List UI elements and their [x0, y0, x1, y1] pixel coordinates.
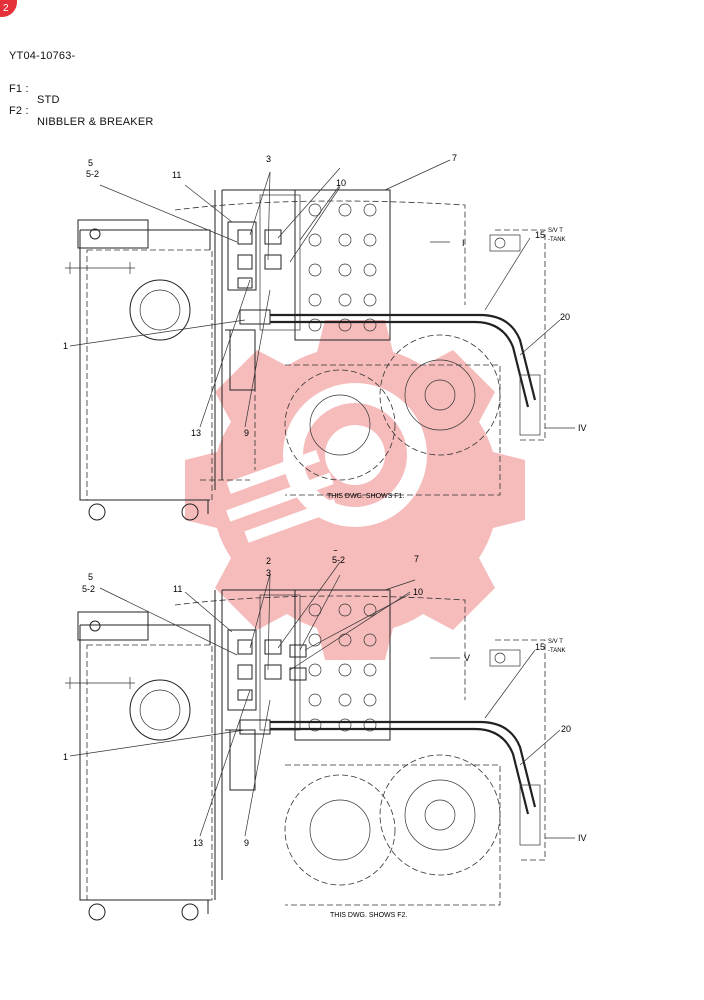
corner-badge-icon: 2	[0, 0, 17, 17]
callout-1: 1	[63, 752, 68, 762]
callout-2: 2	[266, 556, 271, 566]
sv-tank-label-2: -TANK	[548, 237, 566, 243]
callout-5: 5	[88, 158, 93, 168]
callout-5-2b: 5-2	[332, 555, 345, 565]
callout-10: 10	[336, 178, 346, 188]
f1-code: F1 :	[9, 83, 29, 95]
f2-label: NIBBLER & BREAKER	[37, 116, 154, 128]
callout-9: 9	[244, 428, 249, 438]
view-marker-2: IV	[578, 833, 587, 843]
control-valve-f2	[227, 589, 391, 741]
callout-7: 7	[452, 153, 457, 163]
callout-15: 15	[535, 642, 545, 652]
view-marker-1: V	[464, 653, 470, 663]
callout-7: 7	[414, 554, 419, 564]
hydraulic-diagram-f1: 5 5-2 11 2 3 5 5-2 10 7 15 S/V T -TANK 2…	[63, 153, 587, 521]
callout-5-2: 5-2	[86, 169, 99, 179]
callout-3: 3	[266, 568, 271, 578]
callout-5: 5	[88, 572, 93, 582]
hydraulic-diagram-f2: 5 5-2 11 2 3 5 5-2 10 7 15 S/V T -TANK 2…	[63, 550, 587, 921]
callout-3: 3	[266, 154, 271, 164]
svg-text:2: 2	[3, 3, 9, 14]
sv-tank-label-2: -TANK	[548, 648, 566, 654]
view-marker-1: I	[462, 238, 465, 248]
callout-5-2: 5-2	[82, 584, 95, 594]
document-number: YT04-10763-	[9, 50, 76, 62]
callout-1: 1	[63, 341, 68, 351]
callout-11: 11	[172, 170, 181, 180]
f2-code: F2 :	[9, 105, 29, 117]
callout-5b: 5	[333, 550, 338, 553]
figure2-caption: THIS DWG. SHOWS F2.	[330, 912, 407, 919]
callout-11: 11	[173, 584, 182, 594]
sv-tank-label-1: S/V T	[548, 228, 563, 234]
callout-15: 15	[535, 230, 545, 240]
control-valve-f1	[227, 189, 391, 341]
hydraulic-tank-f2	[65, 611, 213, 921]
callout-20: 20	[561, 724, 571, 734]
f1-label: STD	[37, 94, 60, 106]
callout-13: 13	[191, 428, 201, 438]
callout-20: 20	[560, 312, 570, 322]
callout-10: 10	[413, 587, 423, 597]
figure1-caption: THIS DWG. SHOWS F1.	[327, 493, 404, 500]
hydraulic-tank-f1	[65, 219, 213, 521]
callout-13: 13	[193, 838, 203, 848]
callout-9: 9	[244, 838, 249, 848]
sv-tank-label-1: S/V T	[548, 639, 563, 645]
view-marker-2: IV	[578, 423, 587, 433]
